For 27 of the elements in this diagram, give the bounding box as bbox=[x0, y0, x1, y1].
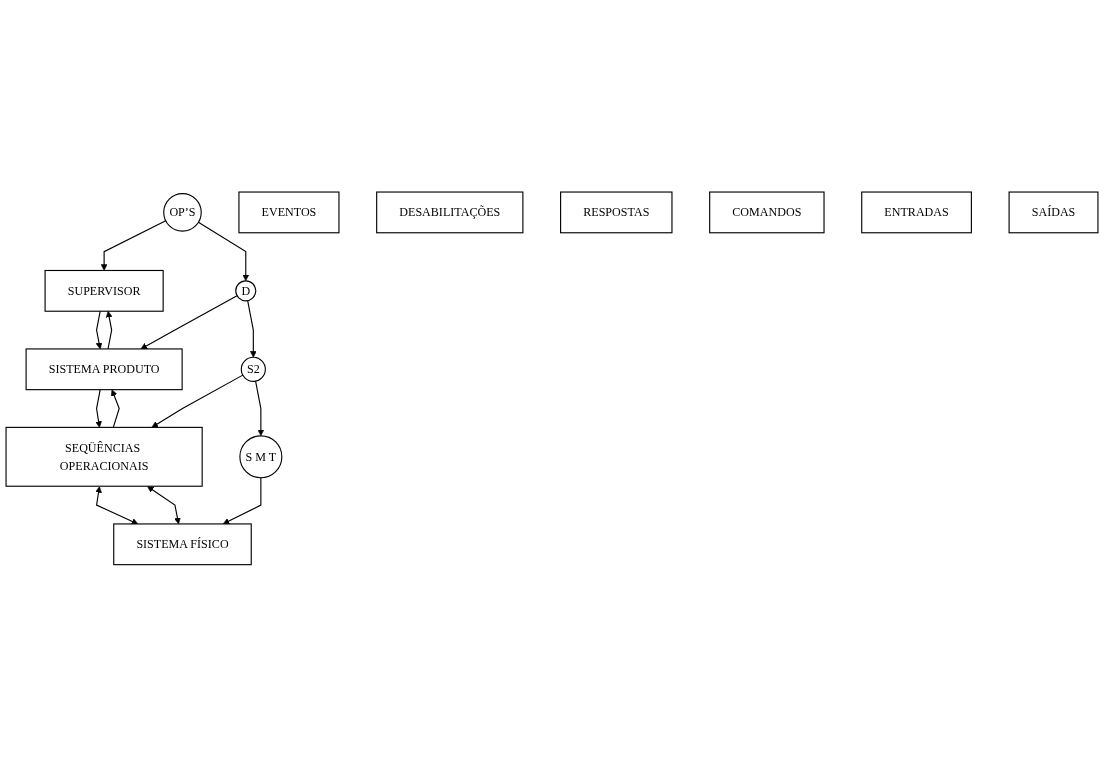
node-box: SEQÜÊNCIAS OPERACIONAIS bbox=[5, 426, 203, 487]
arrow bbox=[147, 486, 181, 525]
node-box: SUPERVISOR bbox=[44, 270, 164, 312]
arrow bbox=[111, 389, 120, 429]
node-circle: S2 bbox=[240, 356, 266, 383]
arrow bbox=[255, 380, 265, 437]
arrow bbox=[151, 374, 244, 428]
node-box: SAÍDAS bbox=[1008, 191, 1099, 234]
node-box: COMANDOS bbox=[709, 191, 825, 234]
arrow bbox=[100, 220, 167, 271]
arrow bbox=[197, 221, 250, 282]
arrow bbox=[105, 311, 113, 350]
arrow bbox=[95, 389, 102, 428]
arrow bbox=[95, 310, 103, 350]
arrow bbox=[222, 477, 262, 525]
node-box: EVENTOS bbox=[238, 191, 340, 234]
node-box: DESABILITAÇÕES bbox=[376, 191, 524, 234]
node-circle: OP’S bbox=[163, 193, 202, 232]
node-box: ENTRADAS bbox=[861, 191, 972, 234]
node-box: RESPOSTAS bbox=[560, 191, 673, 234]
arrow bbox=[95, 486, 139, 525]
node-circle: D bbox=[235, 280, 257, 302]
node-box: SISTEMA PRODUTO bbox=[25, 348, 183, 391]
node-box: SISTEMA FÍSICO bbox=[113, 523, 252, 566]
arrow bbox=[247, 300, 257, 358]
node-circle: S M T bbox=[239, 435, 283, 479]
arrow bbox=[140, 295, 238, 350]
